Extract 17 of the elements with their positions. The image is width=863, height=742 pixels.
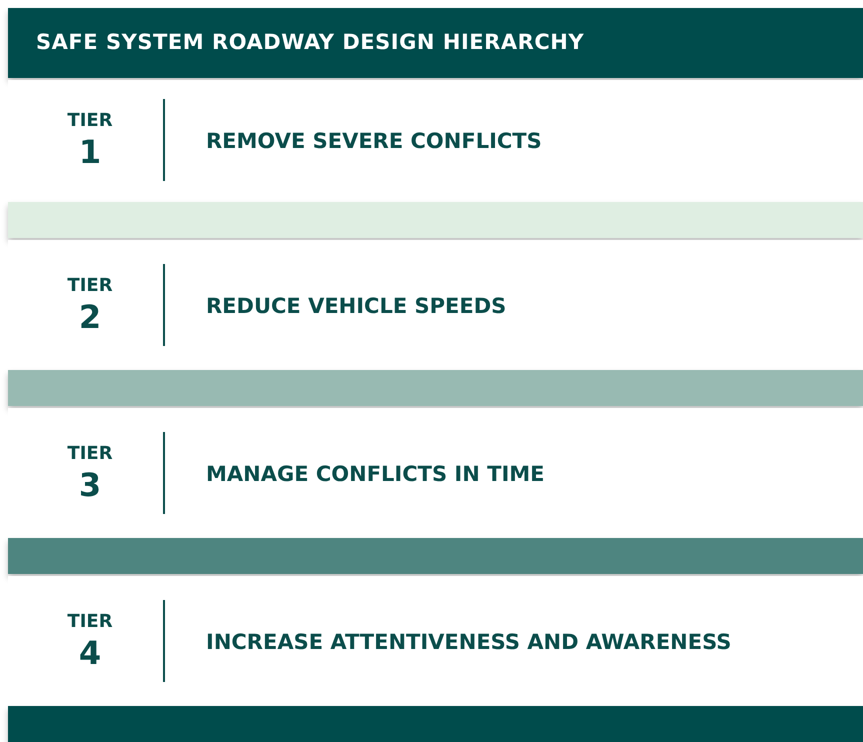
color-band <box>8 706 863 742</box>
tier-description: REDUCE VEHICLE SPEEDS <box>206 293 508 320</box>
tier-description: INCREASE ATTENTIVENESS AND AWARENESS <box>206 629 732 656</box>
tier-description: REMOVE SEVERE CONFLICTS <box>206 128 543 155</box>
tier-number: 3 <box>78 469 102 501</box>
tier-description: MANAGE CONFLICTS IN TIME <box>206 461 546 488</box>
tier-label: TIER <box>67 277 113 295</box>
tier-label: TIER <box>67 112 113 130</box>
color-band <box>8 202 863 238</box>
tier-number: 1 <box>78 136 102 168</box>
tier-number: 2 <box>78 301 102 333</box>
color-band <box>8 370 863 406</box>
color-band <box>8 538 863 574</box>
tier-label: TIER <box>67 613 113 631</box>
title-banner: SAFE SYSTEM ROADWAY DESIGN HIERARCHY <box>8 8 863 78</box>
tier-number: 4 <box>78 637 102 669</box>
tier-label: TIER <box>67 445 113 463</box>
